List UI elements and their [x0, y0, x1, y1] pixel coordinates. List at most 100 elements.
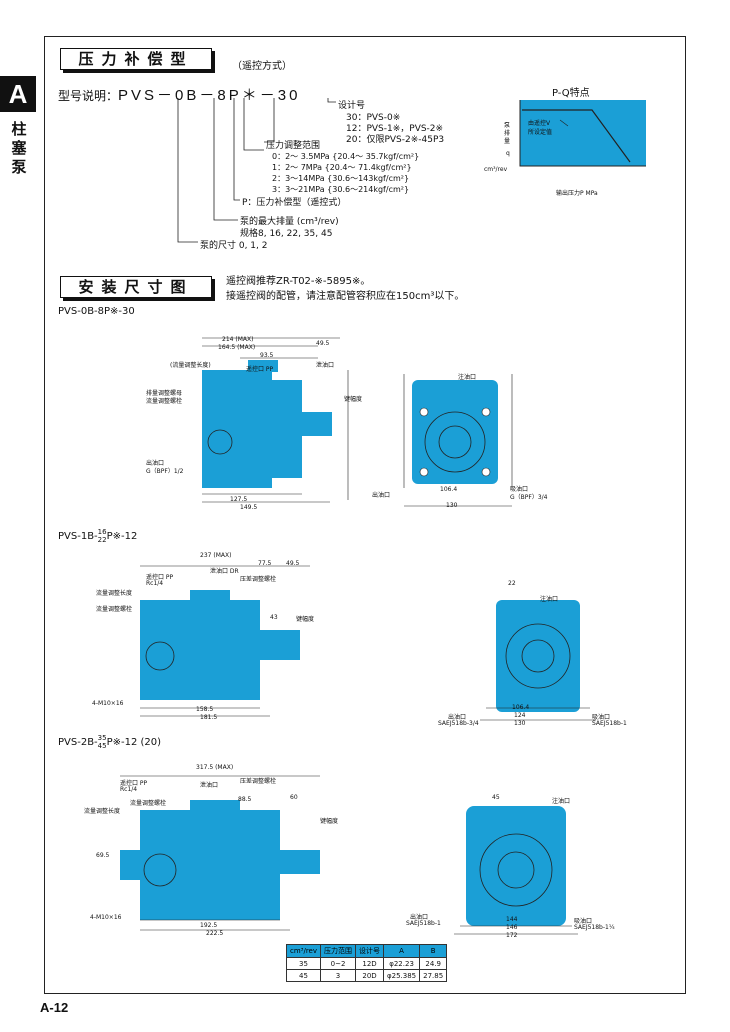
d1-label-out2: 出油口 — [372, 492, 391, 499]
d1-dim-214: 214 (MAX) — [222, 336, 254, 343]
d2-label-fill: 注油口 — [540, 596, 559, 603]
pq-yunit: cm³/rev — [484, 166, 508, 173]
d2-label-in-sae: SAEJ518b-1 — [592, 720, 627, 727]
d2-label-tail: P※-12 — [106, 531, 138, 542]
side-tab-letter: A — [0, 76, 36, 112]
d1-dim-130: 130 — [446, 502, 458, 509]
section2-note2: 接遥控阀的配管，请注意配管容积应在150cm³以下。 — [226, 291, 465, 302]
d3-dim-192: 192.5 — [200, 922, 218, 929]
d3-label-flow-len: 流量调整长度 — [84, 808, 121, 815]
d3-dim-45: 45 — [492, 794, 500, 801]
d2-label-pp: 遥控口 PP — [146, 574, 174, 581]
pq-xlabel: 输出压力P MPa — [556, 190, 598, 197]
drawing3 — [120, 775, 578, 935]
table-cell: 20D — [355, 969, 385, 982]
d2-dim-158: 158.5 — [196, 706, 214, 713]
d1-label-flow-bolt: 流量调整螺栓 — [146, 398, 183, 405]
d3-label-bot: 45 — [97, 742, 107, 750]
d3-dim-69: 69.5 — [96, 852, 110, 859]
d3-label-out: 出油口 — [410, 914, 429, 921]
d2-label-out: 出油口 — [448, 714, 467, 721]
d1-label-in: 吸油口 — [510, 486, 529, 493]
d3-label-tail: P※-12 (20) — [106, 737, 162, 748]
d3-label-pp-rc: Rc1/4 — [120, 786, 138, 793]
d3-dim-172: 172 — [506, 932, 518, 939]
d3-dim-222: 222.5 — [206, 930, 224, 937]
th-a: A — [383, 944, 421, 958]
d1-label-key: 键幅度 — [344, 396, 363, 403]
d2-label-diff: 压差调整螺栓 — [240, 576, 277, 583]
d3-dim-146: 146 — [506, 924, 518, 931]
table-cell: 27.85 — [419, 969, 448, 982]
d2-label-bolts: 4-M10×16 — [92, 700, 124, 707]
section1-title: 压力补偿型 — [60, 48, 212, 70]
d1-dim-164: 164.5 (MAX) — [218, 344, 256, 351]
d3-dim-144: 144 — [506, 916, 518, 923]
d1-label-out-g: G（BPF）1/2 — [146, 468, 184, 475]
th-disp: cm³/rev — [285, 944, 322, 958]
d2-dim-106: 106.4 — [512, 704, 530, 711]
d3-label-out-sae: SAEJ518b-1 — [406, 920, 441, 927]
d1-label-disp-nut: 排量调整螺母 — [146, 390, 183, 397]
section2-title: 安装尺寸图 — [60, 276, 212, 298]
spec-table: cm³/rev 压力范围 设计号 A B 35 0~2 12D φ22.23 2… — [285, 944, 448, 982]
d1-label-out: 出油口 — [146, 460, 165, 467]
d2-dim-130: 130 — [514, 720, 526, 727]
p-type: P：压力补偿型（遥控式） — [242, 198, 347, 208]
d2-label-drain: 泄油口 DR — [210, 568, 239, 575]
d2-label-top: 16 — [97, 528, 107, 536]
d2-dim-77: 77.5 — [258, 560, 272, 567]
d1-label-in-g: G（BPF）3/4 — [510, 494, 548, 501]
table-cell: 3 — [320, 969, 357, 982]
disp-title: 泵的最大排量 (cm³/rev) — [240, 217, 339, 227]
spec-table-header: cm³/rev 压力范围 设计号 A B — [285, 944, 448, 958]
page-frame — [44, 36, 686, 994]
d3-label-pp: 遥控口 PP — [120, 780, 148, 787]
th-design: 设计号 — [355, 944, 385, 958]
d3-label-key: 键幅度 — [320, 818, 339, 825]
d3-dim-317: 317.5 (MAX) — [196, 764, 234, 771]
d2-dim-43: 43 — [270, 614, 278, 621]
table-cell: φ22.23 — [383, 957, 421, 970]
d1-dim-93: 93.5 — [260, 352, 274, 359]
pq-curve — [519, 100, 646, 167]
range-0: 0：2～ 3.5MPa {20.4～ 35.7kgf/cm²} — [272, 152, 420, 161]
d1-label-fill: 注油口 — [458, 374, 477, 381]
d3-label-bolts: 4-M10×16 — [90, 914, 122, 921]
drawing1 — [202, 337, 513, 507]
d1-label-pp: 遥控口 PP — [246, 366, 274, 373]
d3-label-in-sae: SAEJ518b-1¼ — [574, 924, 615, 931]
d2-label-flow-len: 流量调整长度 — [96, 590, 133, 597]
design-12: 12：PVS-1※，PVS-2※ — [346, 124, 444, 134]
d2-dim-49: 49.5 — [286, 560, 300, 567]
d3-label-drain: 泄油口 — [200, 782, 219, 789]
d3-dim-88: 88.5 — [238, 796, 252, 803]
table-row: 35 0~2 12D φ22.23 24.9 — [285, 957, 448, 970]
th-b: B — [419, 944, 448, 958]
drawing2 — [140, 565, 596, 721]
d3-label-main: PVS-2B- — [58, 737, 98, 748]
d1-label-flow-len: (流量调整长度) — [170, 362, 211, 369]
drawing1-label: PVS-0B-8P※-30 — [58, 306, 135, 317]
d2-dim-237: 237 (MAX) — [200, 552, 232, 559]
model-code-text: PVS－0B－8P＊－30 — [118, 87, 301, 104]
d3-label-diff: 压差调整螺栓 — [240, 778, 277, 785]
d1-label-drain: 泄油口 — [316, 362, 335, 369]
disp-specs: 规格8, 16, 22, 35, 45 — [240, 229, 333, 239]
d3-label-flow-bolt: 流量调整螺栓 — [130, 800, 167, 807]
range-3: 3：3～21MPa {30.6～214kgf/cm²} — [272, 185, 410, 194]
d2-dim-181: 181.5 — [200, 714, 218, 721]
d3-label-in: 吸油口 — [574, 918, 593, 925]
d2-label-flow-bolt: 流量调整螺栓 — [96, 606, 133, 613]
d1-dim-127: 127.5 — [230, 496, 248, 503]
d2-dim-124: 124 — [514, 712, 526, 719]
section2-note1: 遥控阀推荐ZR-T02-※-5895※。 — [226, 276, 371, 287]
d2-label-main: PVS-1B- — [58, 531, 98, 542]
table-cell: 24.9 — [419, 957, 448, 970]
design-20: 20：仅限PVS-2※-45P3 — [346, 135, 445, 145]
d3-label-fill: 注油口 — [552, 798, 571, 805]
design-no-title: 设计号 — [338, 101, 366, 111]
th-range: 压力范围 — [320, 944, 357, 958]
